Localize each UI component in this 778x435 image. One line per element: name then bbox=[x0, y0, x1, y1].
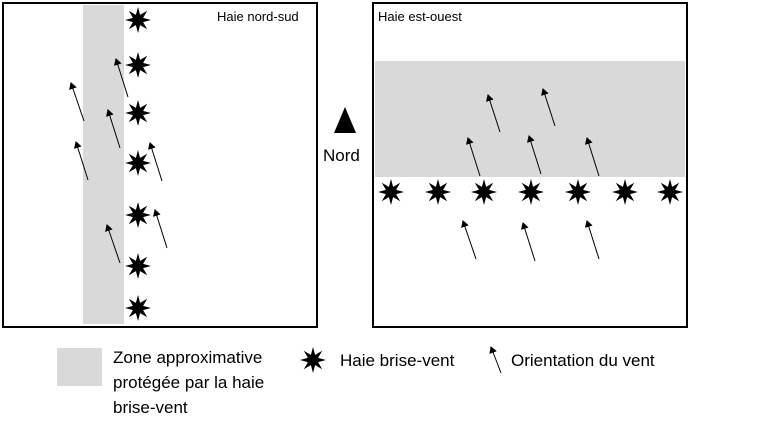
wind-arrow-icon bbox=[520, 222, 536, 262]
wind-arrow-icon bbox=[73, 141, 89, 181]
star-shrub-icon bbox=[125, 202, 151, 228]
wind-arrows-left bbox=[69, 58, 168, 264]
panel-label-north-south: Haie nord-sud bbox=[217, 9, 299, 24]
star-shrub-icon bbox=[125, 100, 151, 126]
legend-zone-line: Zone approximative bbox=[113, 348, 262, 367]
panel-label-east-west: Haie est-ouest bbox=[378, 9, 462, 24]
wind-arrow-icon bbox=[113, 58, 129, 98]
star-shrub-icon bbox=[471, 179, 497, 205]
wind-arrow-icon bbox=[461, 220, 477, 260]
north-label: Nord bbox=[323, 146, 360, 165]
star-shrub-icon bbox=[125, 253, 151, 279]
star-shrub-icon bbox=[125, 7, 151, 33]
panel-north-south: Haie nord-sud bbox=[2, 2, 318, 328]
legend-zone-line: brise-vent bbox=[113, 398, 188, 417]
legend-hedge-label: Haie brise-vent bbox=[340, 351, 455, 370]
star-shrub-icon bbox=[125, 52, 151, 78]
hedge-row-vertical bbox=[125, 7, 151, 321]
star-shrub-icon bbox=[565, 179, 591, 205]
protected-zone bbox=[83, 5, 124, 324]
legend-zone-label: Zone approximative protégée par la haie … bbox=[113, 348, 269, 417]
wind-arrow-icon bbox=[584, 137, 600, 177]
wind-arrow-icon bbox=[69, 82, 85, 122]
panel-east-west: Haie est-ouest bbox=[372, 2, 688, 328]
hedge-row-horizontal bbox=[378, 179, 683, 205]
wind-arrow-icon bbox=[486, 94, 501, 133]
star-shrub-icon bbox=[612, 179, 638, 205]
star-shrub-icon bbox=[425, 179, 451, 205]
wind-arrow-icon bbox=[152, 209, 168, 249]
star-shrub-icon bbox=[125, 295, 151, 321]
wind-arrow-icon bbox=[465, 137, 481, 177]
north-triangle-icon bbox=[334, 107, 356, 133]
wind-arrow-icon bbox=[105, 109, 121, 149]
star-shrub-icon bbox=[300, 347, 326, 373]
legend-zone-line: protégée par la haie bbox=[113, 373, 264, 392]
star-shrub-icon bbox=[657, 179, 683, 205]
star-shrub-icon bbox=[518, 179, 544, 205]
wind-arrow-icon bbox=[541, 88, 556, 127]
panel-frame bbox=[2, 2, 318, 328]
wind-arrow-icon bbox=[147, 142, 163, 182]
star-shrub-icon bbox=[125, 150, 151, 176]
star-shrub-icon bbox=[378, 179, 404, 205]
wind-arrow-icon bbox=[526, 135, 542, 175]
legend-wind-label: Orientation du vent bbox=[511, 351, 655, 370]
legend-zone-swatch bbox=[57, 348, 102, 386]
wind-arrow-icon bbox=[489, 346, 502, 374]
star-shrub-icon bbox=[300, 347, 326, 373]
wind-arrow-icon bbox=[584, 220, 600, 260]
north-indicator: Nord bbox=[323, 107, 360, 165]
legend: Zone approximative protégée par la haie … bbox=[57, 346, 655, 417]
wind-arrow-icon bbox=[105, 224, 121, 264]
wind-arrows-right bbox=[461, 88, 600, 262]
protected-zone bbox=[375, 61, 685, 177]
